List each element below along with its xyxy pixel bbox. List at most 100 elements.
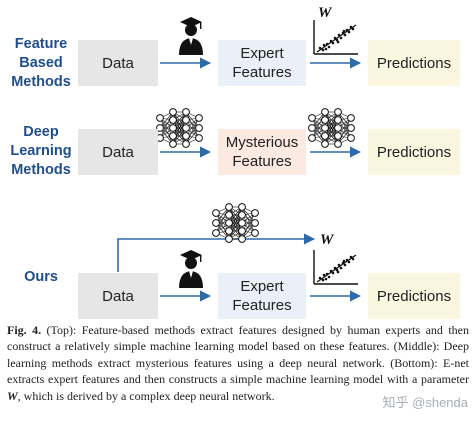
nn-edge xyxy=(172,111,187,137)
nn-node xyxy=(182,132,190,140)
nn-node xyxy=(225,211,233,219)
scatter-point xyxy=(318,46,322,50)
nn-edge xyxy=(228,206,243,232)
nn-edge xyxy=(311,111,326,139)
nn-node xyxy=(195,134,203,142)
nn-node xyxy=(334,132,342,140)
box-text: Mysterious xyxy=(225,134,299,151)
nn-edge xyxy=(228,214,243,240)
scatter-point xyxy=(341,261,345,265)
box-text: Expert xyxy=(240,45,284,62)
nn-node xyxy=(225,219,233,227)
box-text: Data xyxy=(102,143,134,161)
nn-edge xyxy=(215,212,230,240)
nn-node xyxy=(347,114,355,122)
nn-node xyxy=(212,219,220,227)
nn-edge xyxy=(185,111,200,139)
scatter-point xyxy=(327,45,331,49)
scatter-point xyxy=(318,276,322,280)
nn-edge xyxy=(311,117,326,145)
scatter-point xyxy=(333,36,337,40)
scatter-point xyxy=(336,40,340,44)
scatter-point xyxy=(324,47,328,51)
scatter-point xyxy=(345,28,349,32)
scatter-point xyxy=(335,268,339,272)
scatter-point xyxy=(322,273,326,277)
predictions-box-ours: Predictions xyxy=(368,273,460,319)
nn-node xyxy=(156,114,164,122)
nn-edge xyxy=(185,117,200,145)
predictions-box-deep: Predictions xyxy=(368,129,460,175)
label-line: Learning xyxy=(10,143,72,159)
nn-edge xyxy=(337,117,352,145)
box-text: Data xyxy=(102,287,134,305)
neural-network-icon xyxy=(156,108,203,148)
expert-person-icon xyxy=(179,17,203,55)
scatter-point xyxy=(337,263,341,267)
watermark: 知乎 @shenda xyxy=(382,395,468,410)
nn-node xyxy=(238,211,246,219)
nn-node xyxy=(156,124,164,132)
box-text: Features xyxy=(232,64,292,81)
box-text: Predictions xyxy=(376,143,452,161)
param-w-label-top: W xyxy=(318,5,333,21)
nn-node xyxy=(347,124,355,132)
nn-node xyxy=(169,132,177,140)
nn-node xyxy=(182,108,190,116)
label-line: Methods xyxy=(11,74,71,90)
label-line: Ours xyxy=(24,269,58,285)
scatter-point xyxy=(349,255,353,259)
nn-edge xyxy=(241,206,256,234)
nn-node xyxy=(321,124,329,132)
scatter-point xyxy=(327,275,331,279)
param-w-label-ours: W xyxy=(320,232,335,248)
nn-node xyxy=(251,209,259,217)
nn-node xyxy=(251,229,259,237)
scatter-point xyxy=(342,259,346,263)
box-text: Data xyxy=(102,54,134,72)
label-line: Feature xyxy=(14,36,68,52)
nn-node xyxy=(334,140,342,148)
scatter-point xyxy=(341,31,345,35)
box-text: Expert xyxy=(240,278,284,295)
data-box-ours: Data xyxy=(78,273,158,319)
label-feature-based-methods: Feature Based Methods xyxy=(0,35,82,92)
label-ours: Ours xyxy=(0,268,82,287)
scatter-point xyxy=(351,27,355,31)
neural-network-icon-ours xyxy=(212,203,259,243)
nn-node xyxy=(238,235,246,243)
diagram-canvas: W W xyxy=(117,5,362,302)
linear-model-plot-icon xyxy=(313,20,358,55)
scatter-point xyxy=(339,36,343,40)
nn-edge xyxy=(215,206,230,234)
caption-fig-number: Fig. 4. xyxy=(7,323,42,337)
nn-node xyxy=(182,116,190,124)
nn-node xyxy=(308,124,316,132)
box-text: Predictions xyxy=(376,287,452,305)
nn-node xyxy=(195,114,203,122)
scatter-point xyxy=(336,270,340,274)
nn-node xyxy=(238,227,246,235)
nn-node xyxy=(238,203,246,211)
box-text: Features xyxy=(232,297,292,314)
nn-edge xyxy=(172,119,187,145)
box-text: Features xyxy=(232,153,292,170)
label-line: Methods xyxy=(11,162,71,178)
scatter-point xyxy=(347,260,351,264)
nn-node xyxy=(321,116,329,124)
scatter-point xyxy=(337,33,341,37)
scatter-point xyxy=(339,266,343,270)
data-box-deep: Data xyxy=(78,129,158,175)
nn-edge xyxy=(159,117,174,145)
nn-node xyxy=(169,116,177,124)
nn-node xyxy=(321,132,329,140)
nn-node xyxy=(347,134,355,142)
scatter-point xyxy=(325,42,329,46)
nn-node xyxy=(195,124,203,132)
predictions-box-feature: Predictions xyxy=(368,40,460,86)
caption-text-part1: (Top): Feature-based methods extract fea… xyxy=(7,323,469,387)
arrow-ours-network-path xyxy=(117,233,316,272)
